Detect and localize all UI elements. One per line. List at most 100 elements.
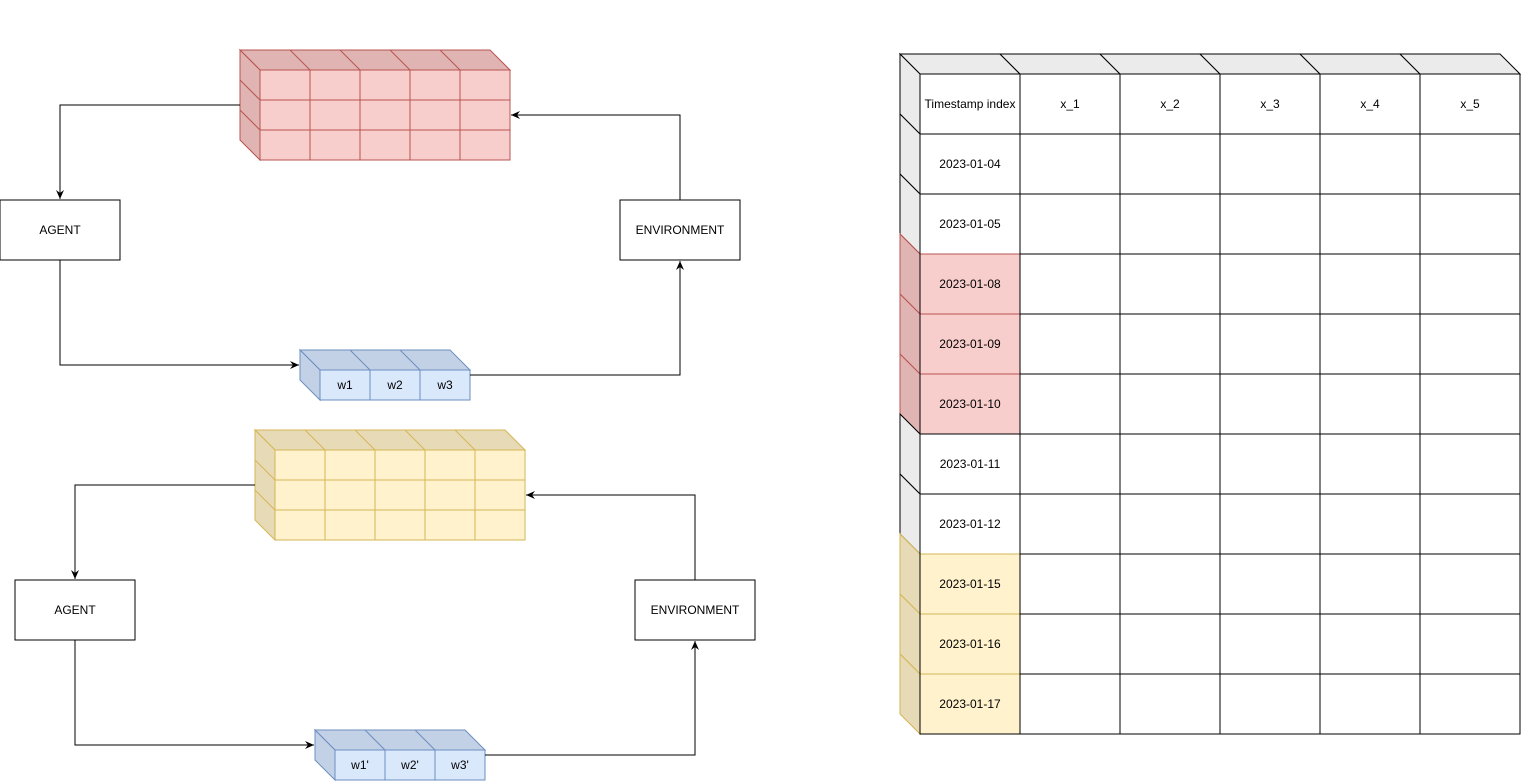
table-cell	[1219, 673, 1321, 735]
table-cell	[1119, 193, 1221, 255]
table-date-label: 2023-01-09	[939, 337, 1001, 351]
table-cell	[1119, 133, 1221, 195]
arrow-environment-to-state	[526, 491, 696, 580]
table-cell	[1119, 373, 1221, 435]
state-cell	[309, 99, 361, 131]
state-cell	[374, 509, 426, 541]
state-cell	[409, 129, 461, 161]
state-cell	[259, 99, 311, 131]
weight-edge	[414, 729, 436, 751]
table-cell	[1419, 313, 1521, 375]
table-date-label: 2023-01-11	[940, 457, 1001, 471]
table-cell	[1119, 673, 1221, 735]
state-cell	[459, 129, 511, 161]
weight-top-face	[313, 729, 487, 751]
table-cell	[1219, 313, 1321, 375]
environment-box[interactable]: ENVIRONMENT	[619, 199, 741, 261]
weight-label: w2	[386, 378, 403, 392]
state-cell	[409, 69, 461, 101]
table-cell	[1319, 133, 1421, 195]
table-header-label: x_2	[1160, 97, 1180, 111]
table-cell	[1019, 313, 1121, 375]
environment-label: ENVIRONMENT	[651, 603, 740, 617]
loop-2: AGENT ENVIRONMENT w1'w2'w3'	[14, 428, 756, 781]
weight-label: w1'	[350, 758, 369, 772]
table-header-cell	[1319, 73, 1421, 135]
table-cell	[1419, 553, 1521, 615]
table-cell	[1019, 193, 1121, 255]
agent-box[interactable]: AGENT	[0, 199, 121, 261]
table-top-face	[1298, 53, 1422, 75]
arrow-agent-to-weights	[59, 260, 299, 369]
table-cell	[1319, 253, 1421, 315]
table-date-label: 2023-01-12	[939, 517, 1001, 531]
cube-edge	[339, 49, 361, 71]
table-index-cell	[919, 133, 1021, 195]
arrow-agent-to-weights	[74, 640, 314, 749]
table-cell	[1319, 613, 1421, 675]
arrow-environment-to-state	[511, 111, 681, 200]
cube-edge	[439, 49, 461, 71]
weight-label: w2'	[400, 758, 419, 772]
weight-cell	[419, 369, 471, 401]
table-cell	[1419, 493, 1521, 555]
table-cell	[1019, 553, 1121, 615]
cube-edge	[289, 49, 311, 71]
cube-edge	[239, 79, 261, 101]
table-index-cell	[919, 613, 1021, 675]
table-cell	[1319, 673, 1421, 735]
state-block-yellow	[253, 428, 527, 542]
table-cell	[1019, 253, 1121, 315]
table-index-cell	[919, 373, 1021, 435]
table-header-label: Timestamp index	[925, 97, 1016, 111]
table-date-label: 2023-01-04	[939, 157, 1001, 171]
table-date-label: 2023-01-16	[939, 637, 1001, 651]
weight-edge	[399, 349, 421, 371]
table-cell	[1119, 433, 1221, 495]
state-cell	[459, 69, 511, 101]
table-header-cell	[1419, 73, 1521, 135]
state-cell	[274, 479, 326, 511]
state-cell	[424, 479, 476, 511]
state-cell	[374, 479, 426, 511]
table-cell	[1219, 193, 1321, 255]
loop-1: AGENT ENVIRONMENT w1 w2 w3	[0, 48, 741, 402]
arrow-weights-to-environment	[470, 261, 684, 376]
weight-label: w3	[436, 378, 453, 392]
table-cell	[1219, 553, 1321, 615]
table-date-label: 2023-01-05	[939, 217, 1001, 231]
table-header-label: x_1	[1060, 97, 1080, 111]
state-cell	[324, 479, 376, 511]
state-cell	[309, 69, 361, 101]
table-cell	[1319, 553, 1421, 615]
weight-top-face	[298, 349, 472, 371]
state-cell	[259, 69, 311, 101]
cube-edge	[239, 109, 261, 131]
table-cell	[1019, 673, 1121, 735]
weight-edge	[364, 729, 386, 751]
table-date-label: 2023-01-08	[939, 277, 1001, 291]
table-cell	[1119, 553, 1221, 615]
state-cell	[409, 99, 461, 131]
table-cell	[1019, 433, 1121, 495]
weight-cell	[384, 749, 436, 781]
cube-edge	[389, 49, 411, 71]
table-top-face	[898, 53, 1022, 75]
table-top-face	[998, 53, 1122, 75]
arrow-state-to-agent	[71, 484, 255, 579]
table-top-face	[1398, 53, 1521, 75]
state-cell	[374, 449, 426, 481]
state-cell	[424, 509, 476, 541]
state-cell	[474, 509, 526, 541]
agent-box[interactable]: AGENT	[14, 579, 136, 641]
state-cell	[474, 449, 526, 481]
table-cell	[1219, 253, 1321, 315]
table-top-face	[1098, 53, 1222, 75]
cube-edge	[404, 429, 426, 451]
weight-label: w1	[336, 378, 353, 392]
table-cell	[1019, 493, 1121, 555]
environment-box[interactable]: ENVIRONMENT	[634, 579, 756, 641]
arrow-state-to-agent	[56, 104, 240, 199]
